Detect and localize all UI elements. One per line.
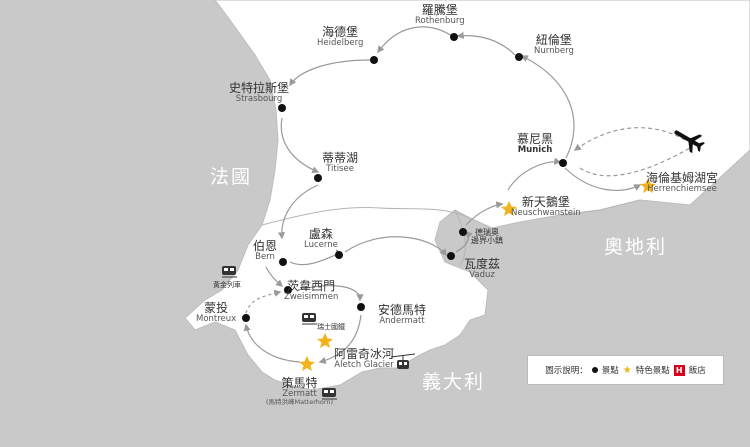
label-swiss-rail: 瑞士國鐵 — [317, 323, 345, 331]
train-icon-golden — [222, 266, 237, 278]
label-golden-pass: 黃金列車 — [213, 281, 241, 289]
highlight-region — [184, 0, 750, 391]
marker-liechtenstein — [459, 228, 467, 236]
legend-title: 圖示說明： — [545, 366, 588, 376]
legend-hotel-label: 飯店 — [688, 366, 706, 376]
star-aletsch — [317, 333, 333, 348]
country-germany: 德國 — [607, 92, 650, 114]
marker-strasbourg — [278, 104, 286, 112]
hotel-icon: H — [673, 364, 685, 376]
star-herrenchiemsee — [640, 178, 656, 193]
dot-icon — [591, 367, 598, 373]
marker-montreux — [242, 314, 250, 322]
star-zermatt — [299, 356, 315, 371]
country-switzerland: 瑞士 — [436, 289, 479, 311]
map-legend: 圖示說明： 景點 ★ 特色景點 H 飯店 — [527, 355, 724, 385]
marker-munich — [559, 159, 567, 167]
marker-vaduz — [447, 252, 455, 260]
train-icon-zermatt — [322, 388, 337, 400]
marker-zweisimmen — [284, 286, 292, 294]
country-france: 法國 — [210, 166, 253, 188]
country-italy: 義大利 — [422, 371, 486, 393]
airplane-icon — [674, 130, 705, 154]
star-neuschwanstein — [501, 201, 517, 216]
gondola-icon — [390, 353, 416, 369]
marker-lucerne — [335, 251, 343, 259]
train-icon-swiss — [302, 313, 317, 325]
legend-star-label: 特色景點 — [635, 366, 670, 376]
marker-nurnberg — [515, 53, 523, 61]
marker-andermatt — [357, 303, 365, 311]
label-liechtenstein: 德瑞奧邊界小鎮 — [471, 228, 503, 246]
marker-bern — [279, 258, 287, 266]
marker-rothenburg — [450, 33, 458, 41]
legend-dot-label: 景點 — [601, 366, 619, 376]
marker-heidelberg — [370, 56, 378, 64]
star-icon: ★ — [622, 364, 632, 376]
country-austria: 奧地利 — [604, 236, 668, 258]
marker-titisee — [314, 174, 322, 182]
